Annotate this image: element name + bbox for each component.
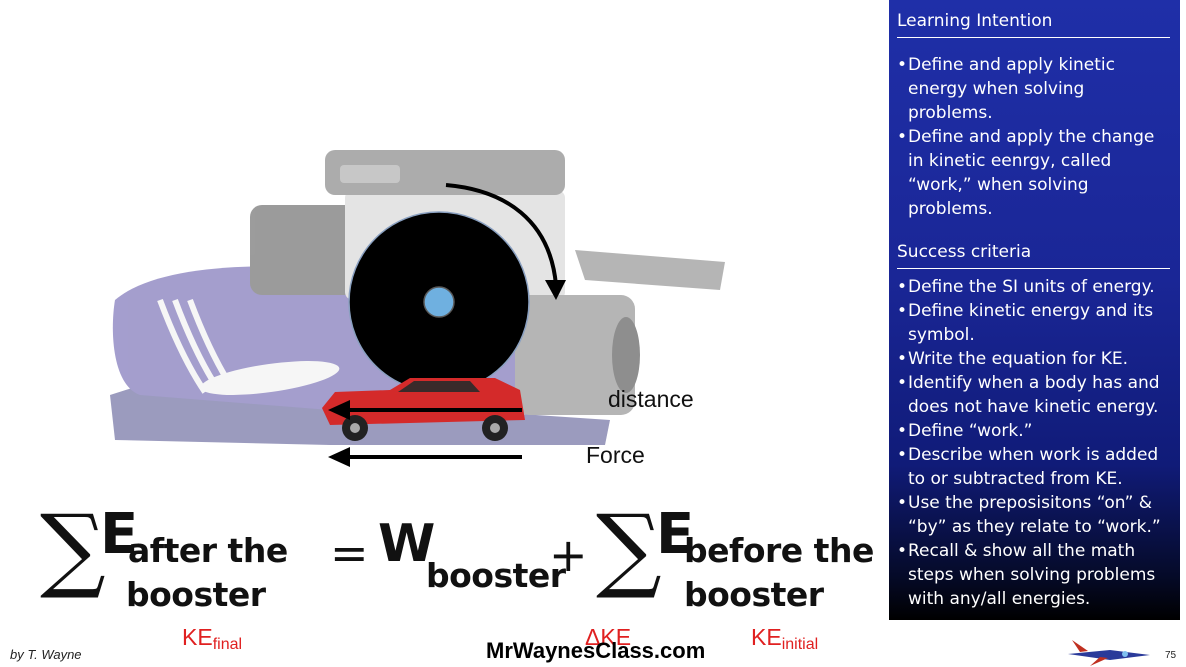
list-item: Describe when work is added to or subtra… xyxy=(897,443,1170,491)
learning-intention-list: Define and apply kinetic energy when sol… xyxy=(897,38,1170,221)
rotation-arrow xyxy=(445,183,566,300)
car-icon xyxy=(322,378,525,441)
booster-illustration xyxy=(110,150,725,467)
energy-symbol-right: E xyxy=(656,502,695,567)
sum-symbol-right: ∑ xyxy=(596,495,662,602)
author-byline: by T. Wayne xyxy=(10,647,82,662)
after-booster-line1: after the xyxy=(128,531,288,570)
force-label: Force xyxy=(586,442,645,468)
after-booster-line2: booster xyxy=(126,575,266,614)
page-number: 75 xyxy=(1165,650,1177,661)
before-booster-line2: booster xyxy=(684,575,824,614)
before-booster-line1: before the xyxy=(684,531,874,570)
sum-symbol-left: ∑ xyxy=(40,495,106,602)
distance-arrow xyxy=(328,400,522,420)
force-arrow xyxy=(328,447,522,467)
list-item: Use the preposisitons “on” & “by” as the… xyxy=(897,491,1170,539)
work-symbol: W xyxy=(378,514,436,574)
equals-sign: = xyxy=(330,526,369,580)
jet-icon xyxy=(1068,640,1150,666)
list-item: Define and apply kinetic energy when sol… xyxy=(897,53,1170,125)
ke-initial-label: KEinitial xyxy=(751,624,819,653)
plus-sign: + xyxy=(549,528,588,582)
energy-symbol-left: E xyxy=(100,502,139,567)
ke-final-label: KEfinal xyxy=(182,624,243,653)
list-item: Identify when a body has and does not ha… xyxy=(897,371,1170,419)
distance-label: distance xyxy=(608,386,694,412)
list-item: Define kinetic energy and its symbol. xyxy=(897,299,1170,347)
list-item: Write the equation for KE. xyxy=(897,347,1170,371)
footer-decoration xyxy=(90,640,1150,666)
list-item: Recall & show all the math steps when so… xyxy=(897,539,1170,611)
delta-ke-label: ΔKE xyxy=(585,624,632,650)
objectives-panel: Learning Intention Define and apply kine… xyxy=(889,0,1180,620)
website-link[interactable]: MrWaynesClass.com xyxy=(486,638,706,663)
work-subscript: booster xyxy=(426,556,566,595)
list-item: Define the SI units of energy. xyxy=(897,275,1170,299)
wheel-icon xyxy=(348,211,530,393)
list-item: Define and apply the change in kinetic e… xyxy=(897,125,1170,221)
success-criteria-list: Define the SI units of energy. Define ki… xyxy=(897,269,1170,611)
learning-intention-heading: Learning Intention xyxy=(897,0,1170,38)
list-item: Define “work.” xyxy=(897,419,1170,443)
success-criteria-heading: Success criteria xyxy=(897,231,1170,269)
